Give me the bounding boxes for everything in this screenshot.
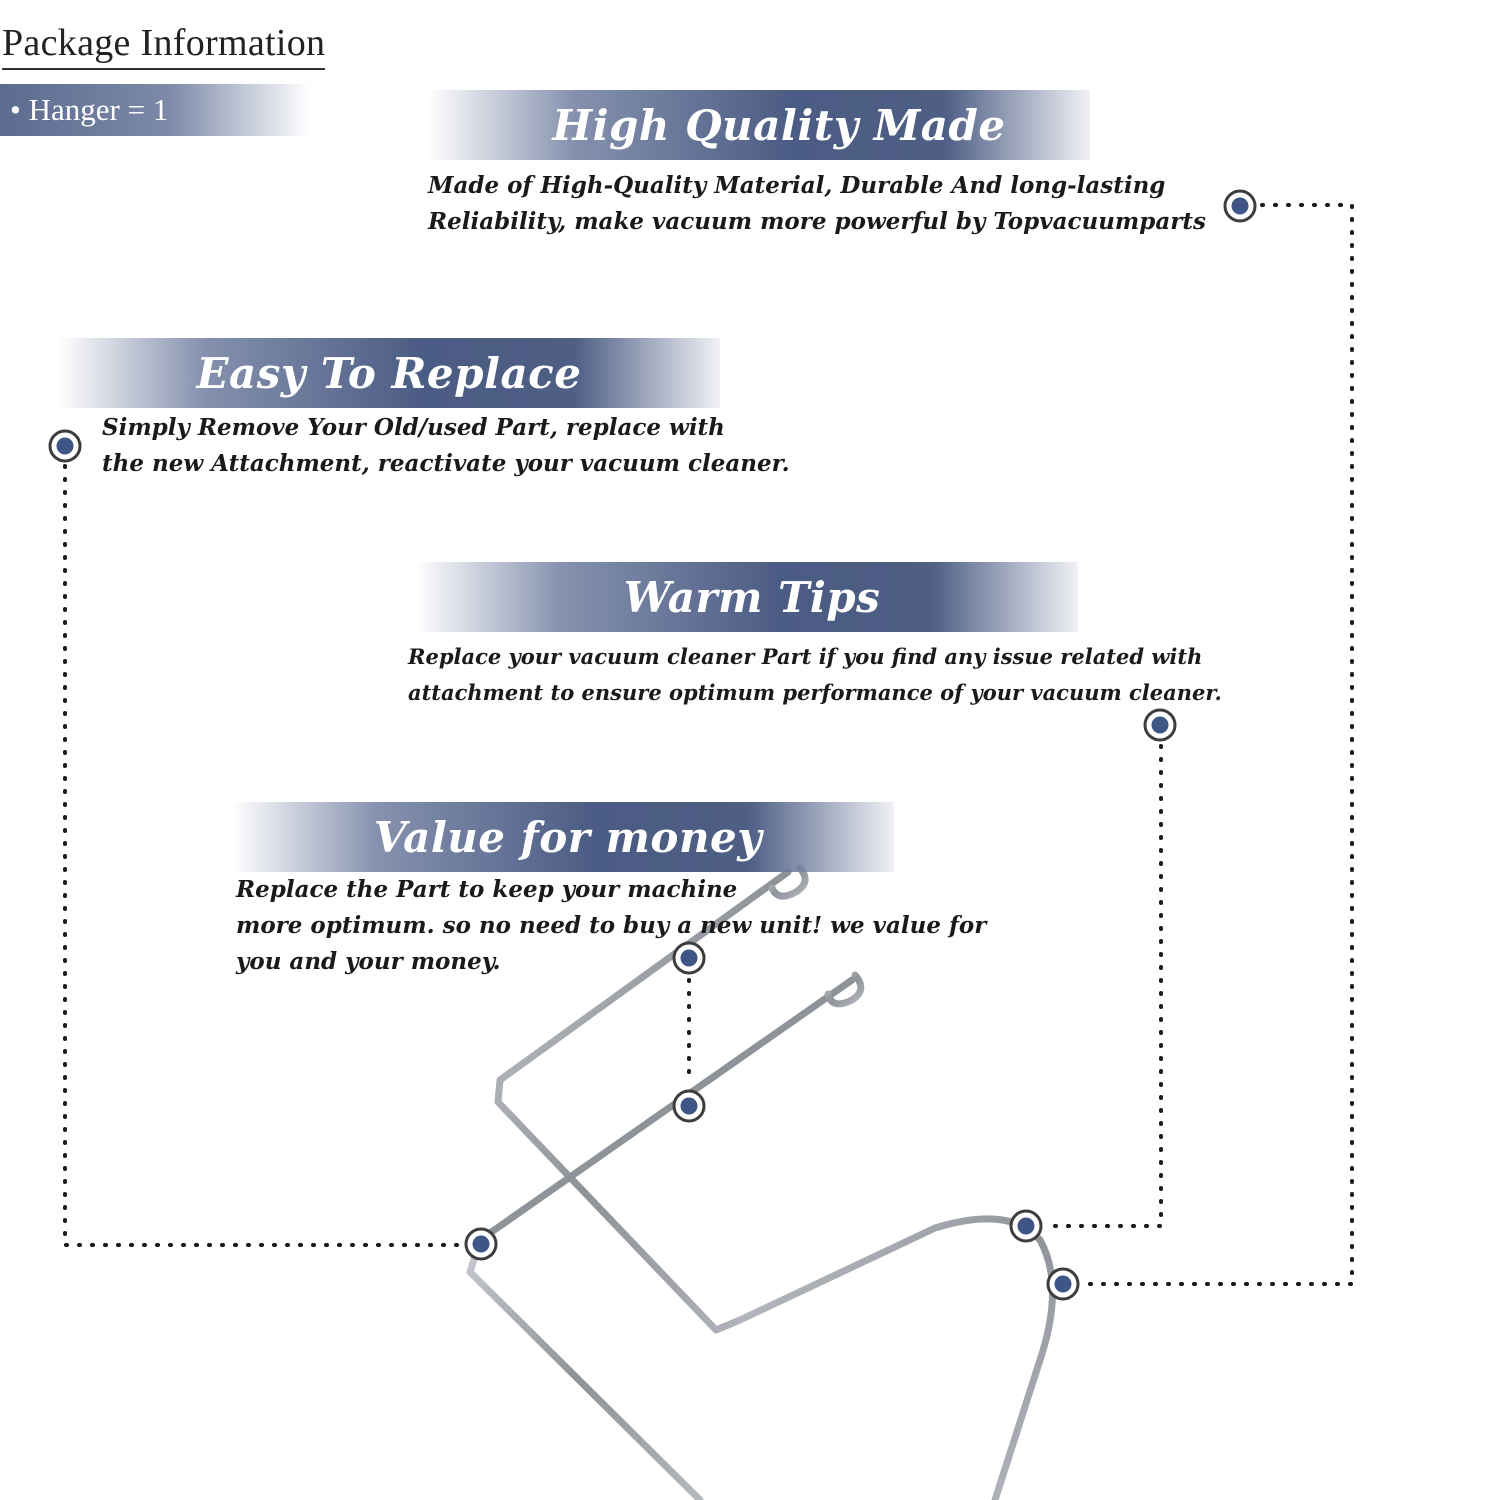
desc-line: Reliability, make vacuum more powerful b… <box>428 208 1206 235</box>
desc-line: the new Attachment, reactivate your vacu… <box>102 450 790 477</box>
desc-line: you and your money. <box>236 948 501 975</box>
target-dot-icon <box>48 189 1257 1301</box>
banner-easy-replace: Easy To Replace <box>58 338 720 408</box>
connector-warm-tips <box>1046 744 1163 1228</box>
heading-easy-replace: Easy To Replace <box>196 348 582 398</box>
desc-warm-tips: Replace your vacuum cleaner Part if you … <box>408 639 1222 711</box>
desc-line: Made of High-Quality Material, Durable A… <box>428 172 1166 199</box>
desc-line: Replace your vacuum cleaner Part if you … <box>408 644 1203 669</box>
banner-value-money: Value for money <box>232 802 894 872</box>
package-item-badge: • Hanger = 1 <box>0 84 310 136</box>
desc-line: Replace the Part to keep your machine <box>236 876 738 903</box>
connector-easy-replace <box>63 464 462 1247</box>
desc-line: Simply Remove Your Old/used Part, replac… <box>102 414 725 441</box>
banner-high-quality: High Quality Made <box>428 90 1090 160</box>
desc-line: more optimum. so no need to buy a new un… <box>236 912 987 939</box>
desc-value-money: Replace the Part to keep your machine mo… <box>236 872 986 980</box>
heading-high-quality: High Quality Made <box>552 100 1006 150</box>
heading-value-money: Value for money <box>373 812 763 862</box>
desc-easy-replace: Simply Remove Your Old/used Part, replac… <box>102 410 790 482</box>
heading-warm-tips: Warm Tips <box>623 572 881 622</box>
package-title: Package Information <box>2 22 326 70</box>
connector-high-quality <box>1083 203 1354 1286</box>
desc-line: attachment to ensure optimum performance… <box>408 680 1222 705</box>
desc-high-quality: Made of High-Quality Material, Durable A… <box>428 168 1206 240</box>
banner-warm-tips: Warm Tips <box>416 562 1078 632</box>
